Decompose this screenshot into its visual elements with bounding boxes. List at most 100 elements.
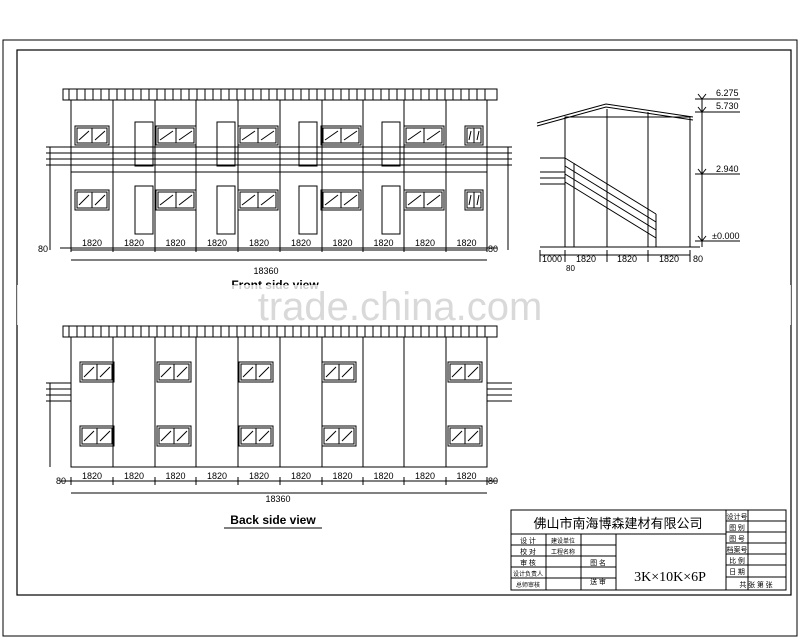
dimension-label: 1820 [456,471,476,481]
back-end-rails [46,382,512,467]
back-wall-panels [112,337,447,467]
window [237,189,279,211]
tb-design-no: 设计号 [727,512,748,521]
window-glass-mark [258,430,270,442]
window-glass-mark [241,194,256,206]
door [298,185,318,235]
back-windows [79,361,483,447]
window-glass-mark [260,130,275,141]
window-glass-mark [83,366,95,378]
watermark-band [17,285,791,325]
back-roof-parapet [62,325,498,338]
window [74,189,110,211]
dimension-label: 1820 [124,471,144,481]
dimension-label: 1820 [456,238,476,248]
outer-border [2,39,798,637]
window [320,189,362,211]
window [155,125,197,146]
window-glass-mark [78,194,90,206]
tb-date: 日 期 [729,568,745,576]
watermark-text: trade.china.com [258,285,543,329]
side-dim-1: 1000 [542,254,562,264]
front-windows [74,125,484,211]
window [447,425,483,447]
window-glass-mark [407,130,422,141]
dimension-label: 1820 [82,471,102,481]
window-glass-mark [468,130,472,141]
tb-client: 建设单位 [551,537,575,545]
side-end-dim-right: 80 [693,254,703,264]
tb-design-lead: 设计负责人 [513,570,543,578]
window-glass-mark [160,430,172,442]
window-glass-mark [159,130,174,141]
window [79,425,115,447]
tb-project-name: 工程名称 [551,548,575,556]
window-glass-mark [476,130,480,141]
front-elevation [46,88,512,261]
door [381,185,401,235]
back-view-caption: Back side view [230,513,316,527]
window [464,189,484,211]
window-glass-mark [260,194,275,206]
window [320,125,362,146]
tb-archive-no: 档案号 [727,545,748,554]
window-glass-mark [242,430,254,442]
dimension-label: 1820 [415,238,435,248]
tb-chief-review: 总师审核 [516,581,540,589]
dimension-label: 1820 [82,238,102,248]
front-walkway-rails [46,146,512,250]
side-dim-3: 1820 [617,254,637,264]
window-glass-mark [178,130,193,141]
window-glass-mark [78,130,90,141]
front-roof-parapet [62,88,498,101]
window-glass-mark [467,430,479,442]
back-total-dim: 18360 [265,494,290,504]
title-block [510,509,787,591]
door [216,185,236,235]
side-wall-outline [564,116,691,248]
level-markers [695,93,740,247]
door [134,121,154,167]
window-glass-mark [160,366,172,378]
window [403,189,445,211]
back-dimension-line [60,477,497,494]
window-glass-mark [176,366,188,378]
window [238,361,274,383]
dimension-label: 1820 [332,471,352,481]
dimension-label: 1820 [415,471,435,481]
front-wall-panels [71,100,487,250]
window-glass-mark [99,430,111,442]
window-glass-mark [176,430,188,442]
window-glass-mark [241,130,256,141]
window-glass-mark [451,366,463,378]
side-elevation [536,93,740,262]
window-glass-mark [341,366,353,378]
dimension-label: 1820 [249,471,269,481]
window [321,425,357,447]
tb-reviewer: 审 核 [520,558,536,567]
dimension-label: 1820 [207,238,227,248]
level-roof-top: 6.275 [716,88,739,98]
level-first-floor: 2.940 [716,164,739,174]
door [381,121,401,167]
window-glass-mark [476,194,480,206]
dimension-label: 1820 [249,238,269,248]
window-glass-mark [94,194,106,206]
front-doors [134,121,401,235]
back-end-dim-left: 80 [56,476,66,486]
window-glass-mark [343,130,358,141]
door [134,185,154,235]
door [298,121,318,167]
roof-band [62,88,498,101]
front-end-dim-left: 80 [38,244,48,254]
window-glass-mark [341,430,353,442]
tb-sheet-count: 共 张 第 张 [739,580,772,589]
window [447,361,483,383]
dimension-label: 1820 [165,238,185,248]
window-glass-mark [407,194,422,206]
window [464,125,484,146]
window-glass-mark [324,194,339,206]
tb-designer: 设 计 [520,536,536,545]
